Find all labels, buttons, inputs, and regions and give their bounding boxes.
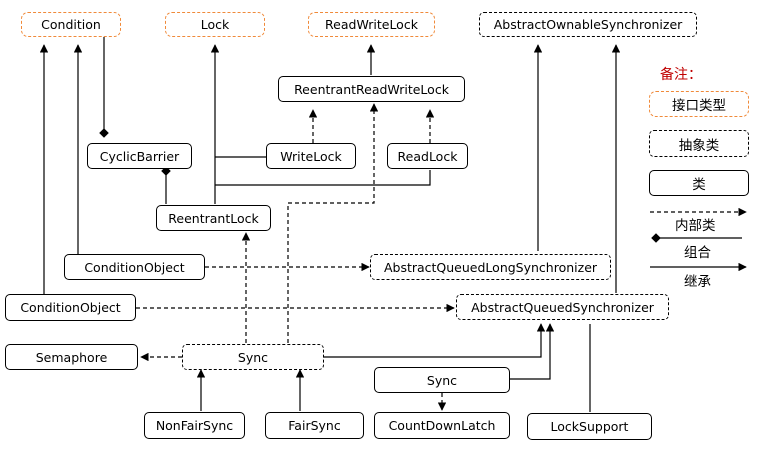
node-cyclic-barrier: CyclicBarrier (87, 143, 192, 169)
legend-inheritance-label: 继承 (684, 274, 711, 290)
node-lock: Lock (165, 12, 265, 37)
edge-sync1-aqs (324, 323, 546, 358)
node-abstract-queued-synchronizer: AbstractQueuedSynchronizer (456, 294, 669, 320)
node-write-lock: WriteLock (266, 143, 356, 169)
legend-interface-box: 接口类型 (649, 91, 749, 117)
node-read-lock: ReadLock (387, 143, 468, 169)
node-sync-semaphore: Sync (182, 344, 324, 370)
node-nonfair-sync: NonFairSync (144, 412, 245, 439)
edge-readlock-lock (215, 170, 431, 186)
node-condition-object-aqs: ConditionObject (5, 294, 136, 321)
node-readwritelock: ReadWriteLock (308, 12, 435, 37)
legend-class-box: 类 (649, 170, 749, 196)
legend-title: 备注： (660, 67, 702, 83)
node-reentrant-lock: ReentrantLock (156, 205, 271, 231)
legend-inner-class-label: 内部类 (675, 218, 716, 234)
node-sync-countdownlatch: Sync (374, 367, 510, 393)
node-fair-sync: FairSync (265, 412, 364, 439)
node-reentrant-read-write-lock: ReentrantReadWriteLock (278, 76, 465, 102)
node-semaphore: Semaphore (5, 344, 138, 370)
node-condition: Condition (21, 12, 121, 37)
node-abstract-queued-long-synchronizer: AbstractQueuedLongSynchronizer (370, 254, 611, 280)
node-condition-object-aqls: ConditionObject (64, 254, 205, 280)
node-lock-support: LockSupport (527, 413, 652, 440)
legend-composition-label: 组合 (684, 245, 711, 261)
node-abstract-ownable-synchronizer: AbstractOwnableSynchronizer (479, 12, 697, 37)
node-count-down-latch: CountDownLatch (374, 412, 510, 439)
edge-sync1-rrwl (287, 103, 379, 343)
edge-sync2-aqs (510, 323, 555, 380)
legend-abstract-box: 抽象类 (649, 130, 749, 157)
